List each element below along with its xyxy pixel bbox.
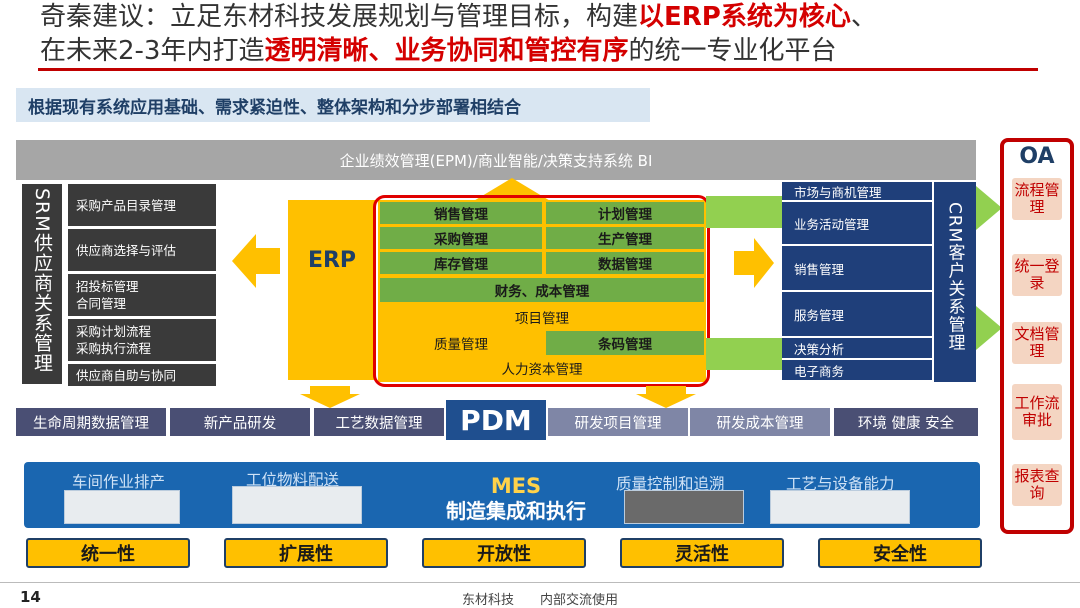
crm-item: 电子商务 [782,360,932,382]
srm-item: 采购计划流程采购执行流程 [68,319,216,361]
green-connector [706,338,782,370]
pdm-item: 新产品研发 [170,408,310,436]
footer-divider [0,582,1080,583]
green-connector [706,196,782,228]
title-line-1-highlight: 以ERP系统为核心 [638,2,851,32]
oa-item: 报表查询 [1012,464,1062,506]
srm-item: 采购产品目录管理 [68,184,216,226]
erp-module-data: 数据管理 [546,252,704,274]
mes-label: 工艺与设备能力 [786,475,895,493]
erp-module-purchase: 采购管理 [380,227,542,249]
quality-badge: 统一性 [26,538,190,568]
erp-module-hr: 人力资本管理 [380,357,704,379]
crm-title: CRM客户关系管理 [934,182,976,382]
pdm-item: 环境 健康 安全 [834,408,978,436]
erp-label: ERP [307,247,357,273]
title-line-2: 在未来2-3年内打造透明清晰、业务协同和管控有序的统一专业化平台 [40,34,1050,68]
pdm-item: 工艺数据管理 [314,408,444,436]
erp-core-highlight-frame [373,195,710,387]
quality-badge: 灵活性 [620,538,784,568]
title-line-2-highlight: 透明清晰、业务协同和管控有序 [264,36,629,66]
mes-label: 车间作业排产 [72,473,166,491]
crm-item: 销售管理 [782,246,932,292]
oa-item: 文档管理 [1012,322,1062,364]
quality-badge: 开放性 [422,538,586,568]
srm-title: SRM供应商关系管理 [22,184,62,384]
page-number: 14 [20,588,41,606]
pdm-item: 生命周期数据管理 [16,408,166,436]
erp-module-quality: 质量管理 [380,331,542,355]
srm-item: 供应商选择与评估 [68,229,216,271]
left-arrow-icon [232,234,280,288]
slide-title: 奇秦建议：立足东材科技发展规划与管理目标，构建以ERP系统为核心、 在未来2-3… [40,0,1050,68]
title-line-1-prefix: 奇秦建议：立足东材科技发展规划与管理目标，构建 [40,2,639,32]
epm-bi-bar: 企业绩效管理(EPM)/商业智能/决策支持系统 BI [16,140,976,180]
erp-module-project: 项目管理 [380,305,704,329]
crm-item: 决策分析 [782,338,932,360]
crm-item: 市场与商机管理 [782,182,932,202]
title-divider [38,68,1038,71]
erp-module-inventory: 库存管理 [380,252,542,274]
quality-badge: 扩展性 [224,538,388,568]
oa-item: 工作流审批 [1012,384,1062,440]
pdm-label: PDM [446,400,546,440]
footer-text: 东材科技 内部交流使用 [461,592,618,608]
right-arrow-icon [976,306,1002,350]
right-arrow-icon [734,238,774,288]
screenshot-thumbnail [624,490,744,524]
mes-subtitle: 制造集成和执行 [446,499,586,523]
mes-label: 质量控制和追溯 [616,475,725,493]
crm-item: 服务管理 [782,292,932,338]
erp-block [288,200,376,380]
screenshot-thumbnail [232,486,362,524]
pdm-item: 研发成本管理 [690,408,830,436]
oa-title: OA [1019,143,1055,169]
crm-item: 业务活动管理 [782,202,932,246]
mes-label: 工位物料配送 [246,471,340,489]
screenshot-thumbnail [64,490,180,524]
erp-module-plan: 计划管理 [546,202,704,224]
erp-module-sales: 销售管理 [380,202,542,224]
subtitle-banner: 根据现有系统应用基础、需求紧迫性、整体架构和分步部署相结合 [16,88,650,122]
title-line-1-suffix: 、 [850,2,877,32]
erp-module-finance: 财务、成本管理 [380,278,704,302]
erp-module-production: 生产管理 [546,227,704,249]
right-arrow-icon [976,186,1002,230]
title-line-2-prefix: 在未来2-3年内打造 [40,36,265,66]
pdm-item: 研发项目管理 [548,408,688,436]
down-arrow-icon [636,386,696,408]
erp-module-barcode: 条码管理 [546,331,704,355]
mes-title-block: MES 制造集成和执行 [416,474,616,523]
quality-badge: 安全性 [818,538,982,568]
mes-title: MES [490,474,542,498]
oa-item: 统一登录 [1012,254,1062,296]
srm-item: 招投标管理合同管理 [68,274,216,316]
screenshot-thumbnail [770,490,910,524]
title-line-1: 奇秦建议：立足东材科技发展规划与管理目标，构建以ERP系统为核心、 [40,0,1050,34]
oa-item: 流程管理 [1012,178,1062,220]
title-line-2-suffix: 的统一专业化平台 [628,36,837,66]
down-arrow-icon [300,386,360,408]
srm-item: 供应商自助与协同 [68,364,216,386]
